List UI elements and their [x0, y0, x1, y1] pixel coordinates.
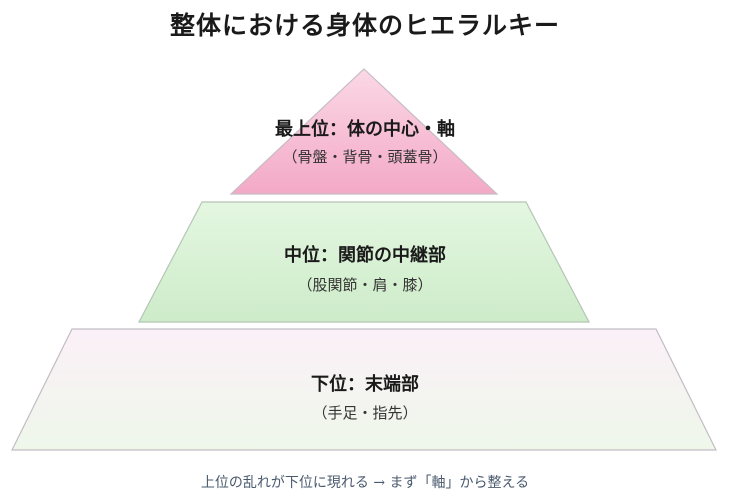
pyramid-tier-top — [229, 68, 499, 195]
tier-bottom-subtitle: （手足・指先） — [312, 404, 418, 422]
footer-note: 上位の乱れが下位に現れる → まず「軸」から整える — [200, 475, 530, 491]
diagram-title: 整体における身体のヒエラルキー — [169, 11, 560, 40]
pyramid-tier-bottom — [11, 328, 717, 451]
tier-top-title: 最上位：体の中心・軸 — [275, 119, 455, 140]
pyramid-tier-middle — [138, 201, 590, 323]
tier-bottom-title: 下位：末端部 — [311, 374, 419, 395]
tier-middle-subtitle: （股関節・肩・膝） — [297, 276, 433, 294]
tier-top-subtitle: （骨盤・背骨・頭蓋骨） — [282, 148, 448, 166]
tier-middle-title: 中位：関節の中継部 — [284, 245, 446, 266]
